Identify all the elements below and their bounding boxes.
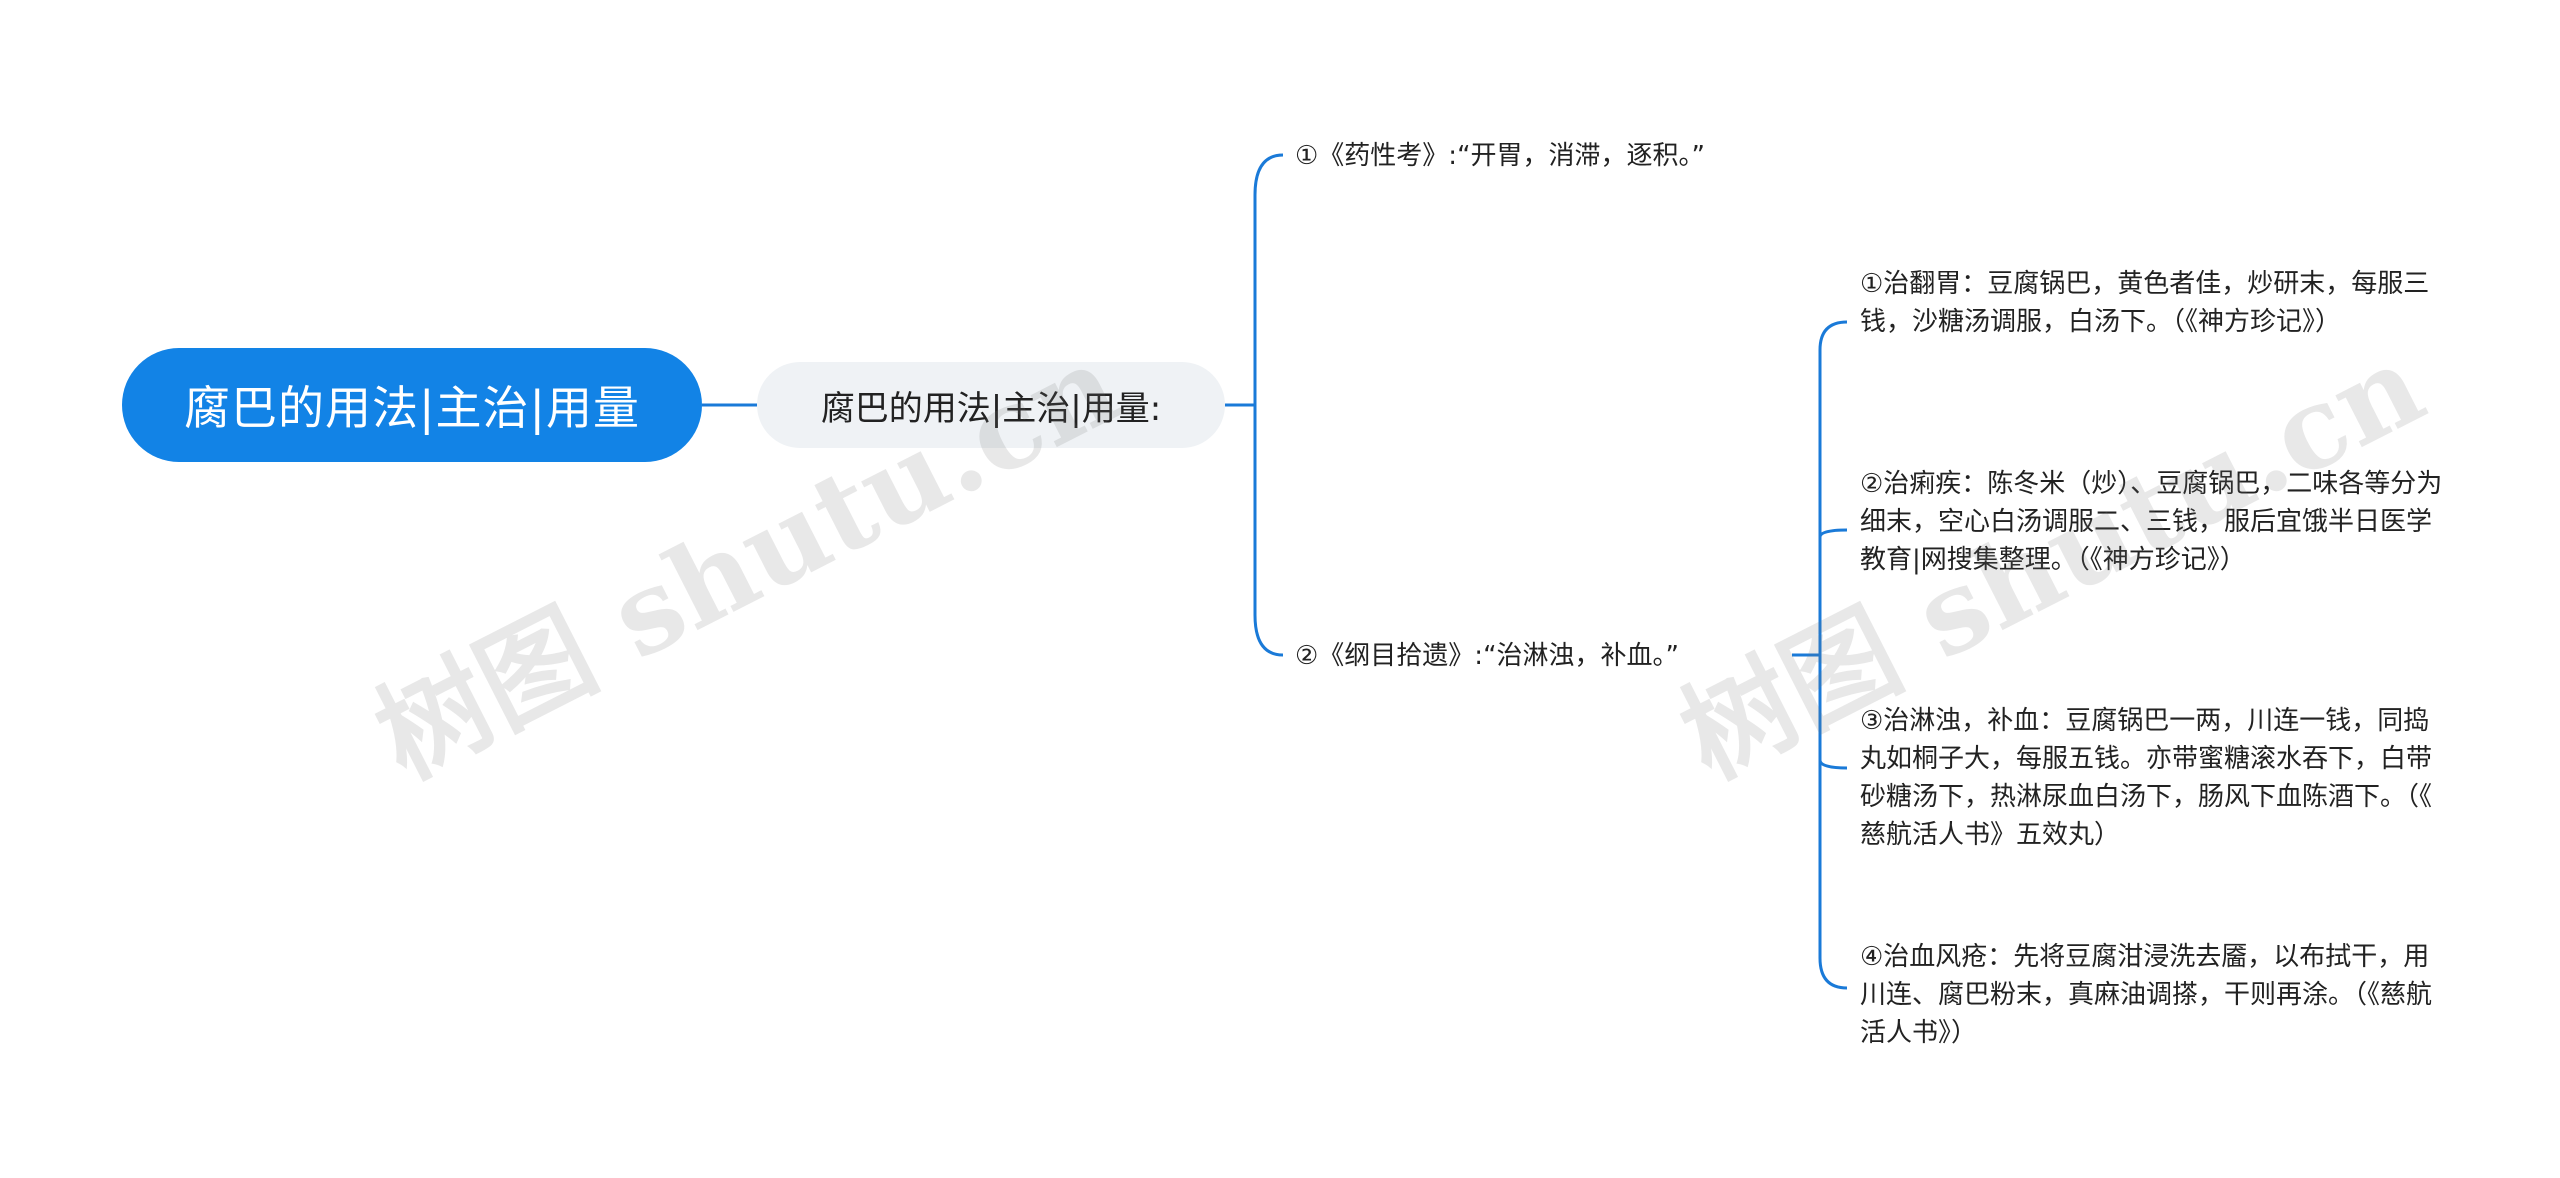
root-node[interactable]: 腐巴的用法|主治|用量: [122, 348, 702, 462]
bracket-branches: [1253, 153, 1284, 657]
branch-label: ②《纲目拾遗》:“治淋浊，补血。”: [1295, 641, 1680, 671]
detail-node-3[interactable]: ③治淋浊，补血：豆腐锅巴一两，川连一钱，同捣丸如桐子大，每服五钱。亦带蜜糖滚水吞…: [1860, 702, 2445, 854]
detail-node-2[interactable]: ②治痢疾：陈冬米（炒）、豆腐锅巴，二味各等分为细末，空心白汤调服二、三钱，服后宜…: [1860, 465, 2445, 579]
detail-node-1[interactable]: ①治翻胃：豆腐锅巴，黄色者佳，炒研末，每服三钱，沙糖汤调服，白汤下。（《神方珍记…: [1860, 265, 2445, 341]
detail-node-4[interactable]: ④治血风疮：先将豆腐泔浸洗去靥，以布拭干，用川连、腐巴粉末，真麻油调搽，干则再涂…: [1860, 938, 2445, 1052]
detail-text: ③治淋浊，补血：豆腐锅巴一两，川连一钱，同捣丸如桐子大，每服五钱。亦带蜜糖滚水吞…: [1860, 706, 2433, 850]
branch-node-2[interactable]: ②《纲目拾遗》:“治淋浊，补血。”: [1295, 637, 1679, 675]
tick-detail-2: [1818, 528, 1848, 538]
root-node-label: 腐巴的用法|主治|用量: [184, 381, 640, 435]
tick-detail-3: [1818, 759, 1848, 770]
detail-text: ①治翻胃：豆腐锅巴，黄色者佳，炒研末，每服三钱，沙糖汤调服，白汤下。（《神方珍记…: [1860, 269, 2430, 337]
detail-text: ②治痢疾：陈冬米（炒）、豆腐锅巴，二味各等分为细末，空心白汤调服二、三钱，服后宜…: [1860, 469, 2443, 575]
bracket-details: [1818, 320, 1848, 990]
main-topic-node[interactable]: 腐巴的用法|主治|用量:: [757, 362, 1225, 448]
branch-label: ①《药性考》:“开胃，消滞，逐积。”: [1295, 141, 1706, 171]
branch-node-1[interactable]: ①《药性考》:“开胃，消滞，逐积。”: [1295, 137, 1705, 175]
detail-text: ④治血风疮：先将豆腐泔浸洗去靥，以布拭干，用川连、腐巴粉末，真麻油调搽，干则再涂…: [1860, 942, 2433, 1048]
main-topic-label: 腐巴的用法|主治|用量:: [820, 388, 1162, 429]
